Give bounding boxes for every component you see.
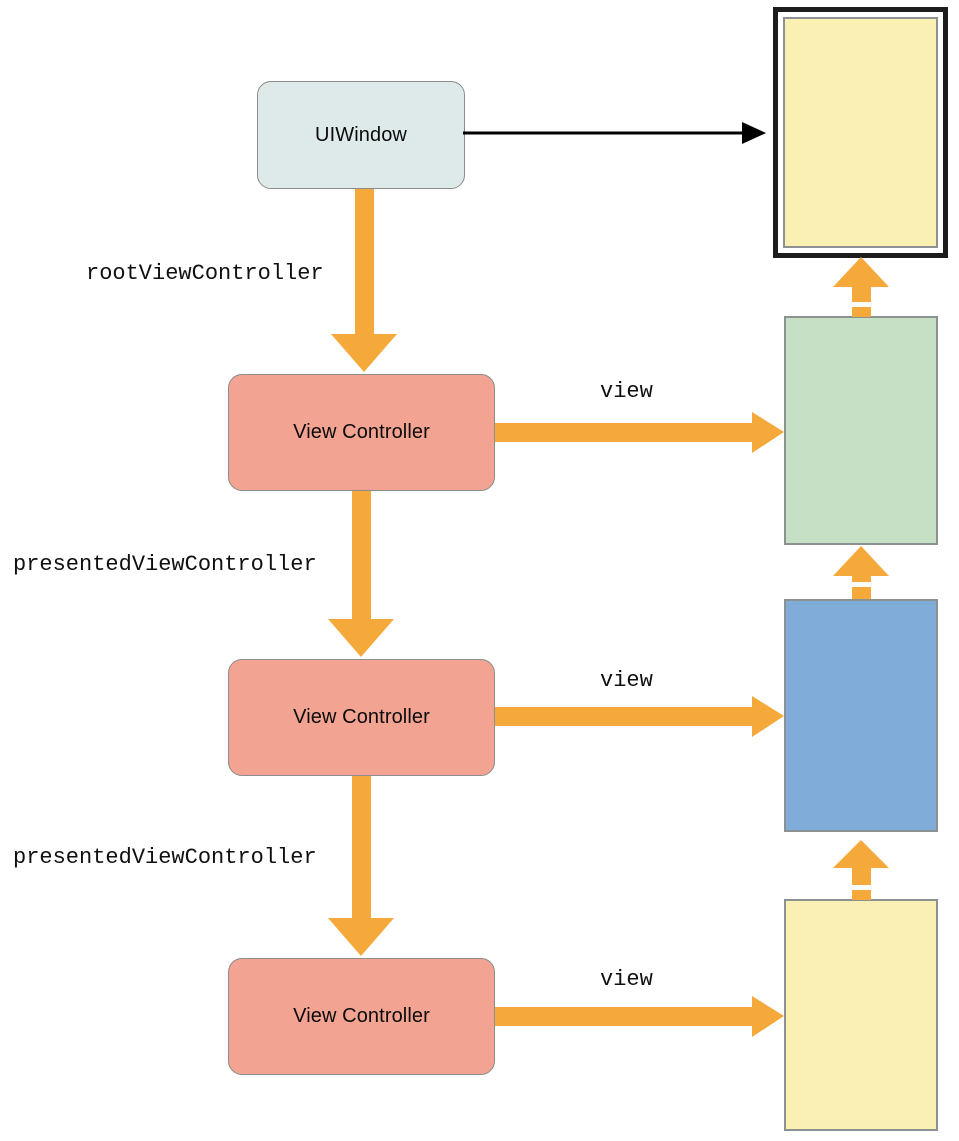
view-rect-yellow	[784, 899, 938, 1131]
arrow-uiwindow-to-screen	[463, 122, 766, 144]
node-view-controller-3[interactable]: View Controller	[228, 958, 495, 1075]
edge-label-root-view-controller: rootViewController	[86, 261, 324, 286]
node-uiwindow[interactable]: UIWindow	[257, 81, 465, 189]
arrow-view-controller-2-to-view-blue	[495, 696, 784, 737]
arrow-view-green-to-screen-dashed	[833, 257, 889, 317]
node-uiwindow-label: UIWindow	[315, 123, 407, 146]
arrow-view-controller-1-to-view-green	[495, 412, 784, 453]
view-rect-blue	[784, 599, 938, 832]
device-screen-frame	[773, 7, 948, 258]
node-view-controller-2-label: View Controller	[293, 706, 430, 728]
node-view-controller-3-label: View Controller	[293, 1005, 430, 1027]
arrow-view-yellow-to-view-blue-dashed	[833, 840, 889, 900]
device-screen-content	[783, 17, 938, 248]
node-view-controller-2[interactable]: View Controller	[228, 659, 495, 776]
edge-label-view-1: view	[600, 379, 653, 404]
arrow-view-controller-3-to-view-yellow	[495, 996, 784, 1037]
edge-label-view-2: view	[600, 668, 653, 693]
arrow-view-blue-to-view-green-dashed	[833, 546, 889, 599]
node-view-controller-1[interactable]: View Controller	[228, 374, 495, 491]
arrow-view-controller-1-to-view-controller-2	[328, 491, 394, 657]
node-view-controller-1-label: View Controller	[293, 421, 430, 443]
edge-label-presented-view-controller-1: presentedViewController	[13, 552, 317, 577]
edge-label-presented-view-controller-2: presentedViewController	[13, 845, 317, 870]
edge-label-view-3: view	[600, 967, 653, 992]
view-rect-green	[784, 316, 938, 545]
arrow-view-controller-2-to-view-controller-3	[328, 776, 394, 956]
arrow-uiwindow-to-view-controller-1	[331, 189, 397, 372]
